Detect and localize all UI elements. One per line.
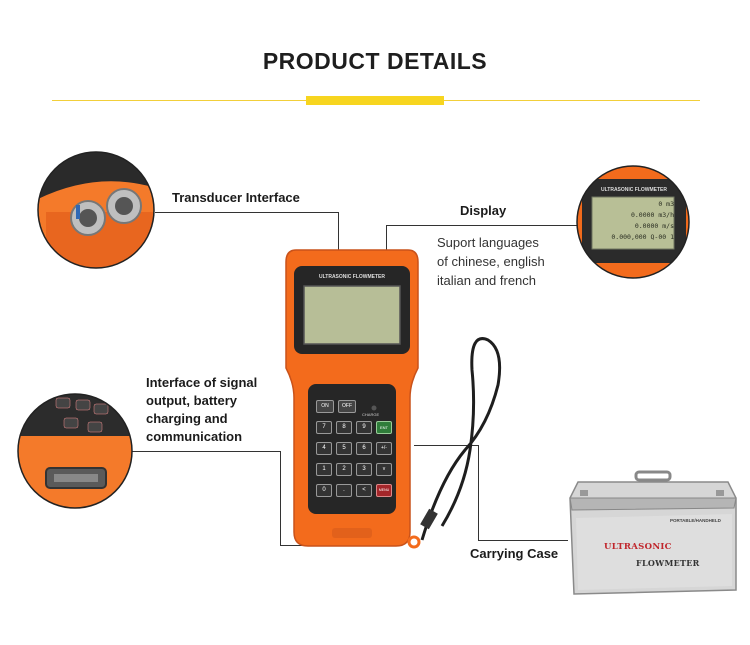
connector-case-h2	[478, 540, 568, 541]
page-title: PRODUCT DETAILS	[262, 48, 488, 74]
lcd-line: 0.0000 m/s	[634, 222, 674, 230]
key-8[interactable]: 8	[336, 421, 352, 434]
key-7[interactable]: 7	[316, 421, 332, 434]
zoom-lcd-readout: 0 m3 0.0000 m3/h 0.0000 m/s 0.000,000 Q-…	[594, 199, 674, 243]
key-sign[interactable]: +/-	[376, 442, 392, 455]
zoom-brand-label: ULTRASONIC FLOWMETER	[600, 187, 667, 193]
device-brand-label: ULTRASONIC FLOWMETER	[318, 274, 385, 280]
keypad-row: ON OFF	[316, 400, 392, 413]
lanyard-strap	[400, 330, 520, 550]
key-5[interactable]: 5	[336, 442, 352, 455]
display-label: Display	[460, 203, 507, 218]
case-brand-word2: FLOWMETER	[636, 558, 700, 568]
interface-line: Interface of signal	[146, 375, 258, 390]
keypad-row: 0 . < MENU	[316, 484, 392, 497]
lcd-line: 0.000,000 Q-00 1	[611, 233, 674, 241]
connector-transducer-h	[155, 212, 338, 213]
connector-display-h	[386, 225, 579, 226]
connector-interface-v	[280, 451, 281, 545]
keypad-row: 1 2 3 v	[316, 463, 392, 476]
key-menu[interactable]: MENU	[376, 484, 392, 497]
connector-interface-h	[132, 451, 280, 452]
interface-description: Interface of signal output, battery char…	[146, 374, 257, 446]
key-off[interactable]: OFF	[338, 400, 356, 413]
display-description: Suport languages of chinese, english ita…	[437, 233, 545, 290]
display-desc-line: of chinese, english	[437, 254, 545, 269]
display-desc-line: italian and french	[437, 273, 537, 288]
display-desc-line: Suport languages	[437, 235, 539, 250]
connector-case-h	[414, 445, 478, 446]
case-brand-word1: ULTRASONIC	[604, 542, 672, 552]
title-divider-accent	[306, 96, 444, 105]
keypad: ON OFF 7 8 9 ENT 4 5 6 +/- 1 2 3 v 0 . <…	[316, 400, 392, 497]
lcd-line: 0 m3	[658, 200, 674, 208]
key-3[interactable]: 3	[356, 463, 372, 476]
key-2[interactable]: 2	[336, 463, 352, 476]
key-enter[interactable]: ENT	[376, 421, 392, 434]
interface-line: output, battery	[146, 393, 237, 408]
lcd-line: 0.0000 m3/h	[630, 211, 674, 219]
key-1[interactable]: 1	[316, 463, 332, 476]
key-6[interactable]: 6	[356, 442, 372, 455]
carrying-case-label: Carrying Case	[470, 546, 559, 561]
key-9[interactable]: 9	[356, 421, 372, 434]
connector-transducer-v	[338, 212, 339, 254]
transducer-zoom-circle	[36, 150, 156, 270]
keypad-row: 4 5 6 +/-	[316, 442, 392, 455]
interface-line: communication	[146, 429, 243, 444]
interface-line: charging and	[146, 411, 228, 426]
carrying-case-image: PORTABLE/HANDHELD ULTRASONIC FLOWMETER	[566, 468, 740, 598]
key-dot[interactable]: .	[336, 484, 352, 497]
key-on[interactable]: ON	[316, 400, 334, 413]
interface-zoom-circle	[16, 392, 134, 510]
flowmeter-device: ULTRASONIC FLOWMETER CHARGE ON OFF 7 8 9…	[282, 248, 422, 548]
keypad-row: 7 8 9 ENT	[316, 421, 392, 434]
connector-case-v	[478, 445, 479, 540]
charge-label: CHARGE	[362, 412, 380, 417]
transducer-interface-label: Transducer Interface	[172, 190, 300, 205]
case-small-label: PORTABLE/HANDHELD	[670, 518, 721, 523]
key-4[interactable]: 4	[316, 442, 332, 455]
key-down[interactable]: v	[376, 463, 392, 476]
key-left[interactable]: <	[356, 484, 372, 497]
display-zoom-circle: ULTRASONIC FLOWMETER 0 m3 0.0000 m3/h 0.…	[576, 165, 690, 279]
key-0[interactable]: 0	[316, 484, 332, 497]
